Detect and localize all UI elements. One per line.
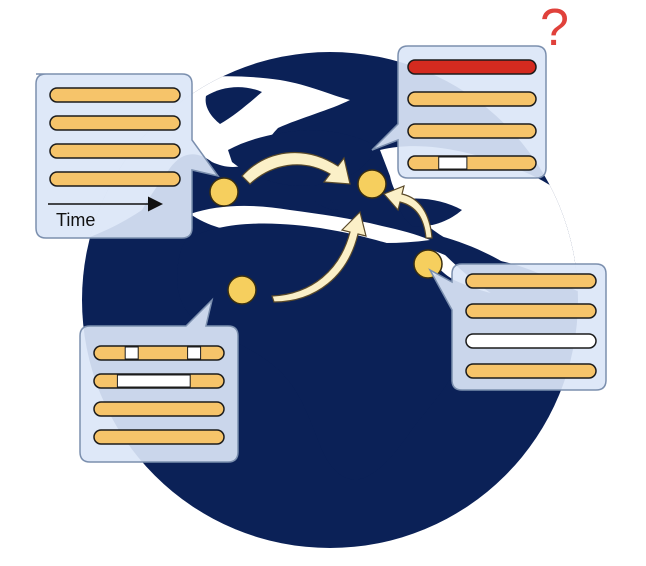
sequence-bar [93,401,225,417]
panel-central-europe [371,45,547,179]
sequence-bar [49,171,181,187]
italy-shape [310,182,338,210]
sequence-bar [49,115,181,131]
sequence-bar [407,59,537,75]
land-asia [380,146,578,300]
sequence-gap [438,156,468,170]
sequence-bar [93,345,225,361]
sequence-gap [116,374,191,388]
sequence-bar [49,87,181,103]
arrow-africa-to-center [271,210,367,303]
sequence-bar [465,273,597,289]
node-central [357,169,387,199]
sequence-bar [465,363,597,379]
panels: Time [35,45,607,463]
sequence-bar [93,429,225,445]
question-mark-icon: ? [540,0,569,57]
node-west-europe [209,177,239,207]
arrow-west-to-center [241,152,351,185]
sample-nodes [209,169,443,305]
panel-africa [79,297,239,463]
panel-middle-east [428,263,607,391]
arrow-east-to-center [382,185,433,239]
sequence-bar [407,91,537,107]
time-axis-label: Time [56,210,95,230]
node-africa [227,275,257,305]
node-middle-east [413,249,443,279]
sequence-gap [187,346,202,360]
panel-west-europe: Time [35,73,220,239]
sequence-bar [407,155,537,171]
sequence-gap [124,346,139,360]
sequence-bar [465,303,597,319]
sequence-bar [407,123,537,139]
migration-arrows [241,152,433,303]
sequence-bar [49,143,181,159]
sequence-bar [465,333,597,349]
scandinavia-shape [205,87,262,124]
land-mediterranean [190,205,430,243]
